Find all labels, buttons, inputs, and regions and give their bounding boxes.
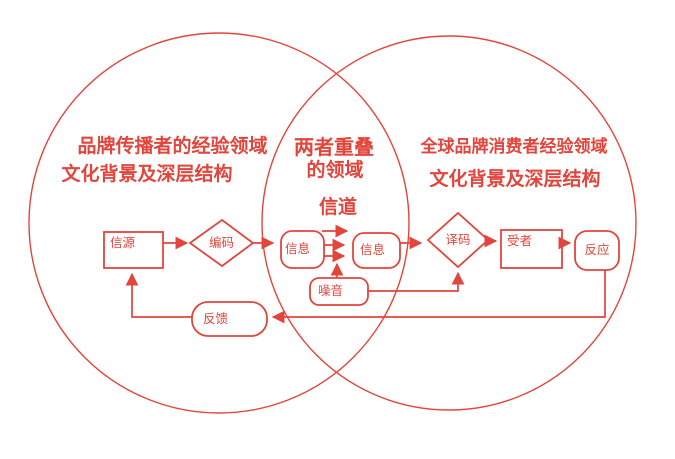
right-region-title-line2: 文化背景及深层结构 — [429, 169, 601, 191]
overlap-region-title-line2: 的领域 — [306, 159, 364, 181]
response-box — [574, 230, 620, 271]
message-left-label: 信息 — [285, 242, 311, 257]
decode-label: 译码 — [445, 232, 471, 247]
left-circle-outline — [28, 32, 410, 414]
noise-label: 噪音 — [318, 284, 344, 299]
feedback-label: 反馈 — [203, 311, 229, 326]
encode-label: 编码 — [208, 235, 234, 250]
message-right-label: 信息 — [360, 243, 386, 258]
channel-label: 信道 — [318, 196, 357, 218]
arrow-noise-decode — [368, 271, 465, 292]
right-region-title-line1: 全球品牌消费者经验领域 — [420, 136, 608, 156]
arrow-feedback-source — [125, 272, 192, 318]
right-circle-outline — [261, 35, 637, 411]
encode-diamond — [188, 218, 255, 268]
decode-diamond — [426, 211, 490, 269]
left-region-title-line2: 文化背景及深层结构 — [61, 164, 233, 186]
noise-box — [309, 277, 369, 306]
receiver-box — [500, 229, 563, 269]
message-right-box — [352, 232, 401, 269]
arrow-response-feedback — [271, 270, 606, 324]
source-label: 信源 — [110, 236, 136, 250]
left-region-title-line1: 品牌传播者的经验领域 — [77, 136, 268, 158]
message-left-box — [280, 230, 325, 269]
feedback-box — [191, 301, 268, 337]
overlap-region-title-line1: 两者重叠 — [294, 137, 374, 159]
response-label: 反应 — [584, 243, 610, 258]
receiver-label: 受者 — [507, 234, 533, 248]
source-box — [103, 231, 164, 269]
